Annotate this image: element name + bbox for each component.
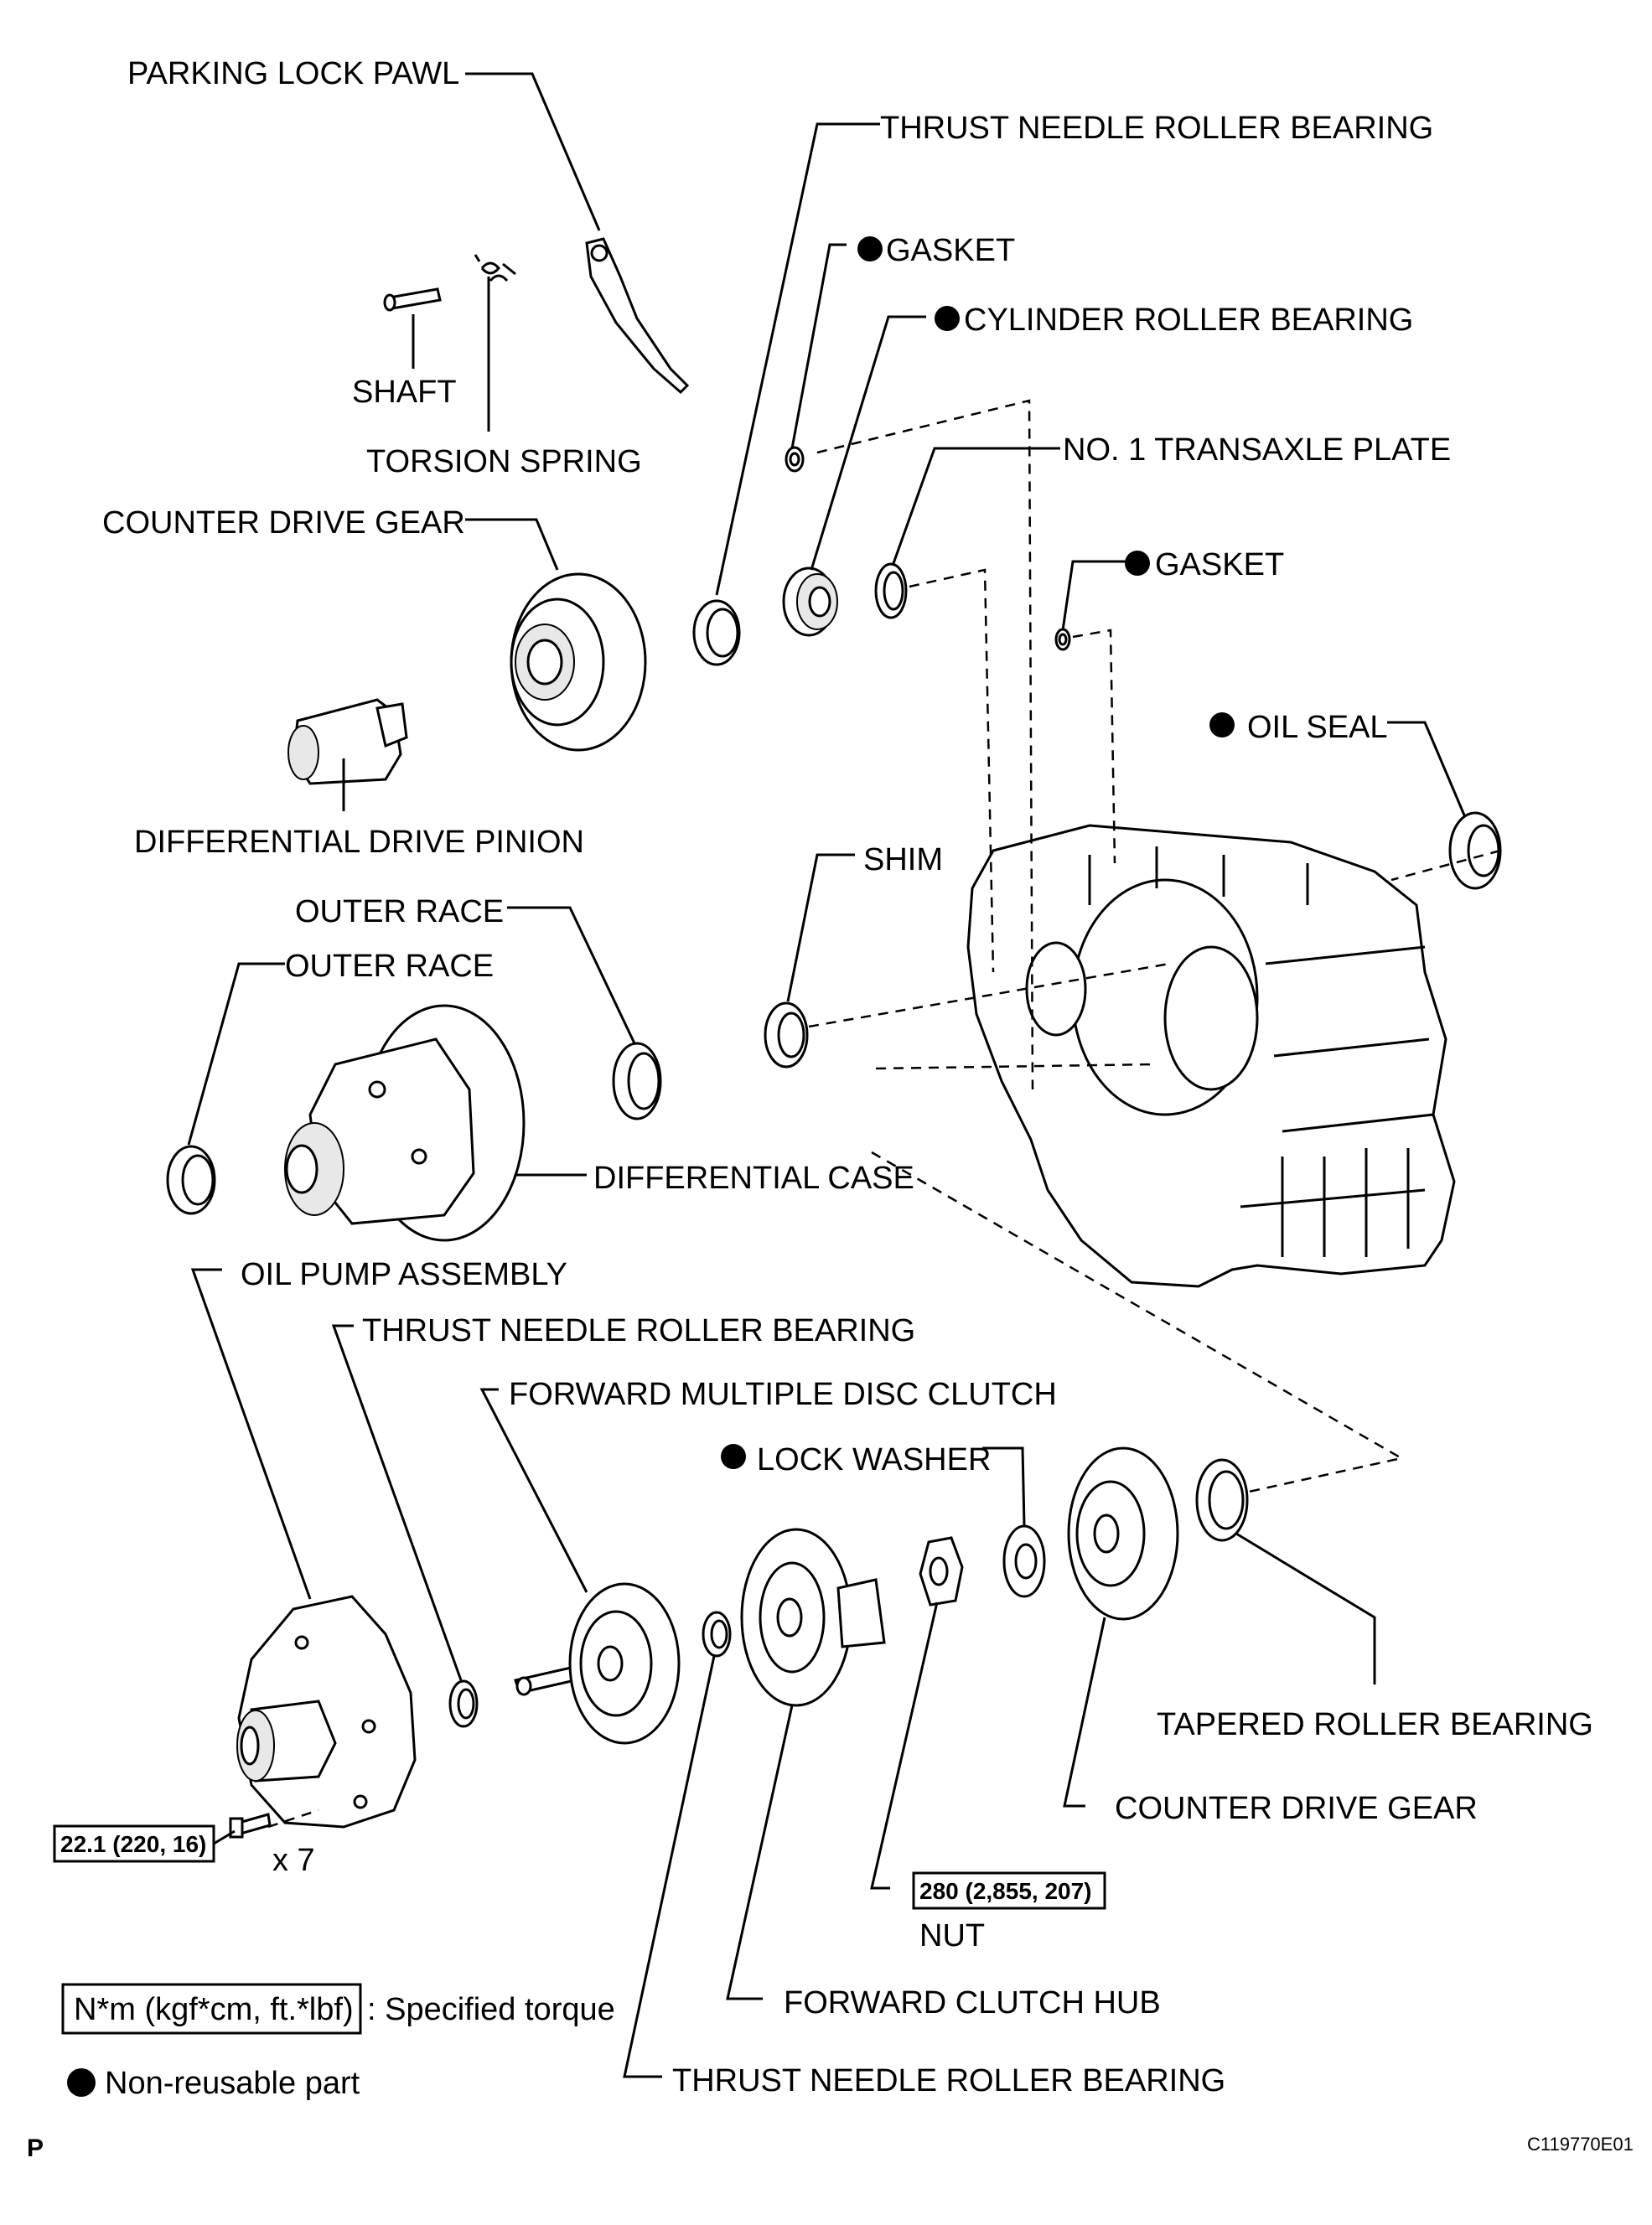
torque-box-nut (912, 1871, 1106, 1910)
label-nut: NUT (919, 1918, 985, 1953)
legend-torque-unit: N*m (kgf*cm, ft.*lbf) (74, 1992, 354, 2027)
part-labels: PARKING LOCK PAWL THRUST NEEDLE ROLLER B… (102, 56, 1593, 2098)
torque-nut: 280 (2,855, 207) (919, 1878, 1092, 1904)
corner-marks: P C119770E01 (27, 2134, 1634, 2162)
non-reusable-markers (67, 236, 1235, 2097)
legend-torque-box (61, 1983, 362, 2035)
non-reusable-dot-cylinder-bearing (935, 306, 960, 331)
label-counter-drive-gear-bottom: COUNTER DRIVE GEAR (1115, 1791, 1478, 1826)
forward-clutch-hub-drawing (740, 1528, 886, 1707)
oil-pump-assembly-drawing (236, 1595, 417, 1829)
legend: N*m (kgf*cm, ft.*lbf) : Specified torque… (61, 1983, 615, 2101)
gasket-top-drawing (785, 446, 805, 473)
legend-non-reusable: Non-reusable part (105, 2066, 360, 2101)
shaft-drawing (383, 287, 442, 312)
leader-lines (187, 72, 1467, 2078)
label-gasket-2: GASKET (1155, 547, 1284, 582)
label-differential-drive-pinion: DIFFERENTIAL DRIVE PINION (134, 825, 584, 860)
torque-oil-pump-qty: x 7 (272, 1843, 315, 1878)
transaxle-housing-drawing (966, 824, 1456, 1288)
bolt-drawing (229, 1813, 272, 1839)
label-outer-race-2: OUTER RACE (285, 949, 494, 984)
label-gasket-1: GASKET (886, 233, 1015, 268)
non-reusable-dot-lock-washer (721, 1444, 746, 1469)
torque-box-oil-pump (53, 1824, 215, 1863)
parking-lock-pawl-drawing (585, 237, 690, 395)
counter-drive-gear-bottom-drawing (1067, 1446, 1179, 1621)
label-no1-transaxle-plate: NO. 1 TRANSAXLE PLATE (1063, 432, 1451, 468)
outer-race-left-drawing (166, 1145, 216, 1215)
thrust-needle-roller-bearing-1-drawing (448, 1679, 479, 1728)
differential-drive-pinion-drawing (287, 698, 408, 785)
shim-drawing (764, 1001, 809, 1069)
label-cylinder-roller-bearing: CYLINDER ROLLER BEARING (964, 303, 1413, 338)
label-lock-washer: LOCK WASHER (757, 1442, 991, 1477)
label-tapered-roller-bearing: TAPERED ROLLER BEARING (1157, 1707, 1593, 1742)
label-shaft: SHAFT (352, 375, 457, 410)
nut-drawing (919, 1536, 964, 1607)
oil-seal-drawing (1448, 811, 1502, 890)
lock-washer-drawing (1002, 1524, 1046, 1598)
non-reusable-dot-oil-seal (1209, 712, 1235, 737)
thrust-needle-roller-bearing-bottom-drawing (702, 1611, 732, 1658)
torsion-spring-drawing (474, 254, 516, 282)
label-parking-lock-pawl: PARKING LOCK PAWL (127, 56, 459, 91)
forward-multiple-disc-clutch-drawing (514, 1582, 681, 1745)
torque-specs: 22.1 (220, 16) x 7 280 (2,855, 207) (53, 1824, 1106, 1910)
alignment-lines (267, 399, 1501, 1829)
non-reusable-dot-gasket-1 (857, 236, 883, 261)
gasket-2-drawing (1054, 628, 1071, 651)
torque-oil-pump-bolt: 22.1 (220, 16) (60, 1831, 206, 1857)
label-outer-race-1: OUTER RACE (295, 894, 504, 929)
outer-race-right-drawing (612, 1042, 662, 1120)
cylinder-roller-bearing-drawing (782, 567, 838, 637)
label-forward-clutch-hub: FORWARD CLUTCH HUB (784, 1985, 1161, 2021)
page-mark: P (27, 2134, 44, 2162)
tapered-roller-bearing-drawing (1195, 1458, 1249, 1542)
label-torsion-spring: TORSION SPRING (366, 444, 642, 479)
non-reusable-dot-gasket-2 (1125, 551, 1150, 576)
label-forward-multiple-disc-clutch: FORWARD MULTIPLE DISC CLUTCH (509, 1377, 1057, 1412)
differential-case-drawing (284, 1004, 526, 1242)
label-oil-seal: OIL SEAL (1247, 710, 1388, 745)
label-oil-pump-assembly: OIL PUMP ASSEMBLY (241, 1257, 567, 1292)
non-reusable-legend-dot (67, 2068, 96, 2097)
thrust-needle-roller-bearing-top-drawing (692, 599, 741, 666)
label-counter-drive-gear-top: COUNTER DRIVE GEAR (102, 505, 465, 541)
label-shim: SHIM (863, 842, 943, 877)
label-thrust-needle-roller-bearing-1: THRUST NEEDLE ROLLER BEARING (362, 1313, 915, 1348)
counter-drive-gear-top-drawing (510, 572, 647, 752)
transaxle-plate-drawing (874, 562, 908, 619)
figure-code: C119770E01 (1527, 2134, 1634, 2155)
label-thrust-needle-roller-bearing-top: THRUST NEEDLE ROLLER BEARING (880, 111, 1433, 146)
label-thrust-needle-roller-bearing-bottom: THRUST NEEDLE ROLLER BEARING (672, 2063, 1225, 2098)
legend-torque-desc: : Specified torque (367, 1992, 615, 2027)
label-differential-case: DIFFERENTIAL CASE (593, 1161, 914, 1196)
